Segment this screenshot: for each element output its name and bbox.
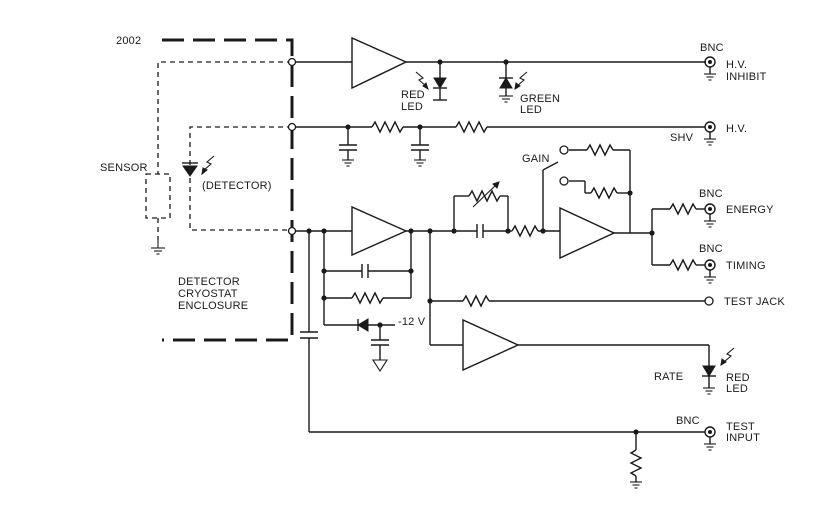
hv-shv-connector[interactable] <box>704 121 716 146</box>
red-led-label-line-2: LED <box>401 101 423 113</box>
timing-connector-type: BNC <box>699 243 723 255</box>
hv-node <box>287 122 297 132</box>
hv-inhibit-name-line-2: INHIBIT <box>726 71 767 83</box>
energy-connector-type: BNC <box>699 188 723 200</box>
test-jack-path <box>430 294 705 308</box>
rate-led-label-line-2: LED <box>726 383 748 395</box>
signal-node <box>287 226 297 236</box>
shaping-amplifier <box>559 206 616 260</box>
hv-connector-type: SHV <box>670 132 694 144</box>
supply-label: -12 V <box>398 316 426 328</box>
hv-inhibit-bnc-connector[interactable] <box>704 56 716 81</box>
red-led-emission-icon <box>415 71 429 91</box>
sensor <box>145 173 171 255</box>
energy-bnc-connector[interactable] <box>704 203 716 228</box>
test-input-name-line-1: TEST <box>726 421 755 433</box>
gain-switch-contact-low[interactable] <box>559 176 569 186</box>
timing-connector-name: TIMING <box>726 260 766 272</box>
enclosure-label: DETECTOR CRYOSTAT ENCLOSURE <box>178 276 248 312</box>
test-input-path <box>300 231 705 489</box>
gain-switch-contact-high[interactable] <box>559 145 569 155</box>
rate-led-label-line-1: RED <box>726 372 750 384</box>
green-led-label-line-1: GREEN <box>520 93 560 105</box>
test-jack-label: TEST JACK <box>724 296 785 308</box>
hv-inhibit-name-line-1: H.V. <box>726 59 747 71</box>
test-input-connector-type: BNC <box>676 415 700 427</box>
rate-led-emission-icon <box>720 347 735 366</box>
rate-label: RATE <box>654 371 683 383</box>
sensor-label: SENSOR <box>100 162 148 174</box>
gain-label: GAIN <box>522 153 550 165</box>
cryostat-enclosure-boundary <box>162 38 294 342</box>
sensor-wiring <box>157 61 292 240</box>
figure-number: 2002 <box>116 35 141 47</box>
enclosure-label-line-2: CRYOSTAT <box>178 288 238 300</box>
inhibit-node <box>287 57 297 67</box>
shaping-stage <box>429 143 652 345</box>
hv-bias-path <box>296 120 705 167</box>
test-input-bnc-connector[interactable] <box>704 426 716 451</box>
green-led-label-line-2: LED <box>520 104 542 116</box>
rate-path <box>430 318 716 395</box>
charge-preamplifier <box>351 205 408 257</box>
enclosure-label-line-3: ENCLOSURE <box>178 300 248 312</box>
test-input-name-line-2: INPUT <box>726 432 760 444</box>
test-jack[interactable] <box>704 296 714 306</box>
inhibit-comparator <box>351 36 408 90</box>
hv-inhibit-path <box>296 36 706 103</box>
enclosure-label-line-1: DETECTOR <box>178 276 240 288</box>
detector-label: (DETECTOR) <box>202 180 272 192</box>
hv-connector-name: H.V. <box>726 123 747 135</box>
timing-bnc-connector[interactable] <box>704 259 716 284</box>
green-led-emission-icon <box>514 71 528 90</box>
output-network <box>651 202 705 272</box>
detector-diode <box>182 162 198 177</box>
rate-discriminator <box>462 318 520 372</box>
hv-inhibit-connector-type: BNC <box>700 42 724 54</box>
energy-connector-name: ENERGY <box>726 204 774 216</box>
red-led-label-line-1: RED <box>401 89 425 101</box>
detector-radiation-arrow-icon <box>201 155 215 176</box>
